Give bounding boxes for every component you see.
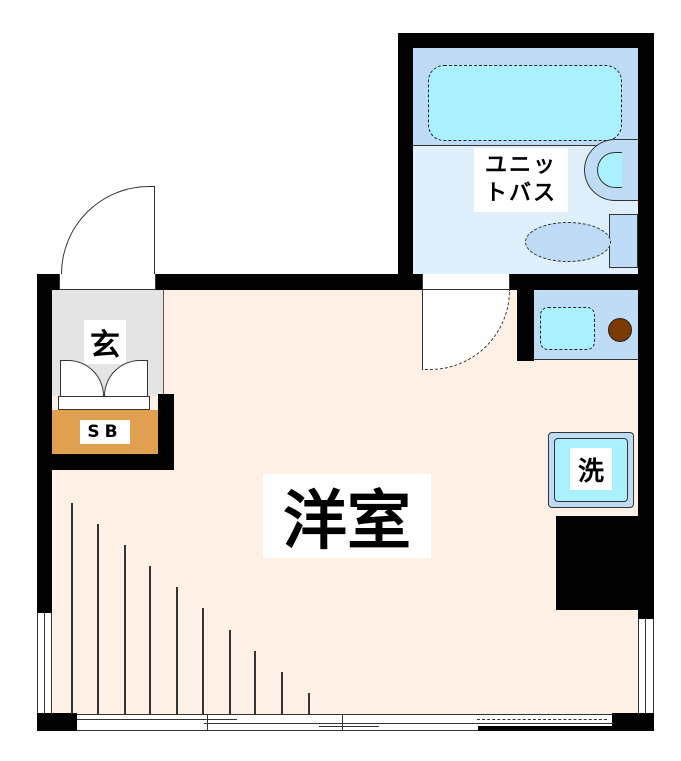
loft-line [176, 587, 178, 714]
kitchen-wall [517, 274, 534, 361]
wall-bath-bottom [510, 274, 654, 290]
loft-line [202, 608, 204, 714]
wall-left-bottom [37, 713, 77, 731]
toilet-bowl [525, 222, 611, 262]
loft-line [281, 672, 283, 714]
unit-bath-label-line1: ユニッ [484, 153, 557, 178]
loft-line [149, 566, 151, 714]
stove-burner-icon [608, 318, 632, 342]
wall-top-middle [156, 274, 422, 290]
loft-line [97, 524, 99, 714]
shoe-box-threshold [58, 396, 150, 410]
bathtub [428, 65, 622, 141]
loft-line [229, 630, 231, 714]
shoe-box-label: SB [80, 420, 130, 444]
toilet-tank [609, 214, 638, 268]
unit-bath-label-line2: トバス [484, 181, 557, 206]
loft-line [308, 693, 310, 714]
closet-block [556, 516, 638, 610]
bath-door-opening [422, 274, 510, 290]
loft-line [254, 651, 256, 714]
entrance-door-swing[interactable] [61, 186, 155, 274]
unit-bath-label: ユニッ トバス [474, 148, 568, 212]
loft-line [71, 503, 73, 714]
window-left[interactable] [37, 613, 52, 713]
wall-shoe-box-side [158, 394, 174, 470]
kitchen-sink [540, 307, 595, 350]
wall-bath-left [398, 33, 413, 290]
loft-line [124, 545, 126, 714]
entrance-label: 玄 [84, 320, 126, 364]
washer-label: 洗 [570, 448, 612, 490]
washbasin [584, 139, 638, 201]
wall-shoe-box [52, 454, 174, 470]
wall-right [638, 33, 654, 619]
entrance-door-opening [59, 274, 156, 290]
wall-left [37, 274, 52, 614]
western-room-label: 洋室 [263, 474, 431, 559]
window-right[interactable] [638, 619, 654, 713]
wall-bath-top [398, 33, 654, 48]
wall-top-main [37, 274, 59, 290]
wall-bottom-right-segment [478, 726, 654, 731]
